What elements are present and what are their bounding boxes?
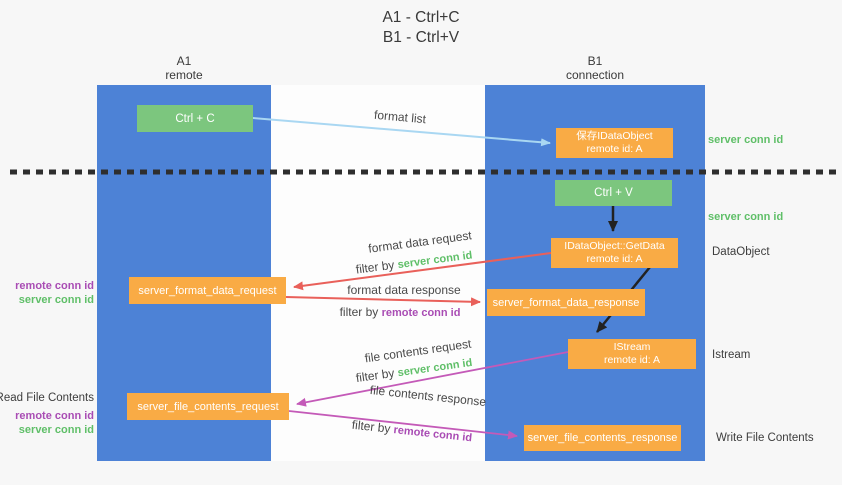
server-format-data-request-label: server_format_data_request (138, 284, 277, 297)
title-line-2: B1 - Ctrl+V (382, 29, 460, 46)
remote-conn-id-annotation-bottom-left: remote conn id (15, 410, 94, 422)
server-conn-id-annotation-top-left: server conn id (18, 294, 94, 306)
lane-header-b1: B1 connection (485, 54, 705, 82)
file-contents-response-arrow (288, 410, 518, 440)
format-list-arrow (252, 117, 551, 147)
format-data-request-arrow (293, 252, 552, 291)
ctrl-v-label: Ctrl + V (594, 187, 633, 199)
istream-line2: remote id: A (603, 354, 661, 366)
dataobject-annotation: DataObject (712, 246, 770, 258)
filter-by-text: filter by (339, 305, 379, 319)
lane-b1-role: connection (565, 68, 625, 82)
istream-line1: IStream (613, 341, 651, 353)
server-format-data-response-node: server_format_data_response (487, 289, 645, 316)
remote-conn-id-text: remote conn id (381, 307, 461, 319)
write-file-contents-annotation: Write File Contents (716, 432, 814, 444)
lane-a1-role: remote (165, 68, 203, 82)
format-data-response-filter-label: filter by remote conn id (340, 305, 461, 319)
server-conn-id-annotation-top-right: server conn id (708, 134, 784, 146)
remote-conn-id-annotation-top-left: remote conn id (15, 280, 94, 292)
format-data-response-flow-label: format data response (347, 283, 461, 297)
format-data-response-arrow (285, 296, 481, 307)
server-conn-id-annotation-mid-right: server conn id (708, 211, 784, 223)
server-conn-id-annotation-bottom-left: server conn id (18, 424, 94, 436)
lane-header-a1: A1 remote (97, 54, 271, 82)
server-file-contents-response-label: server_file_contents_response (527, 432, 678, 444)
save-idataobject-node: 保存IDataObject remote id: A (556, 128, 673, 158)
title-line-1: A1 - Ctrl+C (382, 9, 460, 26)
ctrl-c-node: Ctrl + C (137, 105, 253, 132)
diagram-title: A1 - Ctrl+C B1 - Ctrl+V (0, 8, 842, 48)
getdata-line1: IDataObject::GetData (564, 240, 665, 252)
save-idataobject-line1: 保存IDataObject (576, 130, 653, 142)
ctrl-c-label: Ctrl + C (175, 112, 215, 125)
server-format-data-response-label: server_format_data_response (492, 296, 640, 309)
lane-a1-name: A1 (176, 54, 192, 68)
lane-b1-name: B1 (587, 54, 603, 68)
server-file-contents-request-node: server_file_contents_request (127, 393, 289, 420)
read-file-contents-annotation: Read File Contents (0, 392, 94, 404)
server-file-contents-request-label: server_file_contents_request (137, 400, 279, 413)
istream-node: IStream remote id: A (568, 339, 696, 369)
server-file-contents-response-node: server_file_contents_response (524, 425, 681, 451)
idataobject-getdata-node: IDataObject::GetData remote id: A (551, 238, 678, 268)
ctrl-v-node: Ctrl + V (555, 180, 672, 206)
getdata-line2: remote id: A (586, 253, 643, 265)
server-format-data-request-node: server_format_data_request (129, 277, 286, 304)
istream-annotation: Istream (712, 349, 751, 361)
save-idataobject-line2: remote id: A (586, 143, 643, 155)
file-contents-request-arrow (296, 351, 569, 407)
